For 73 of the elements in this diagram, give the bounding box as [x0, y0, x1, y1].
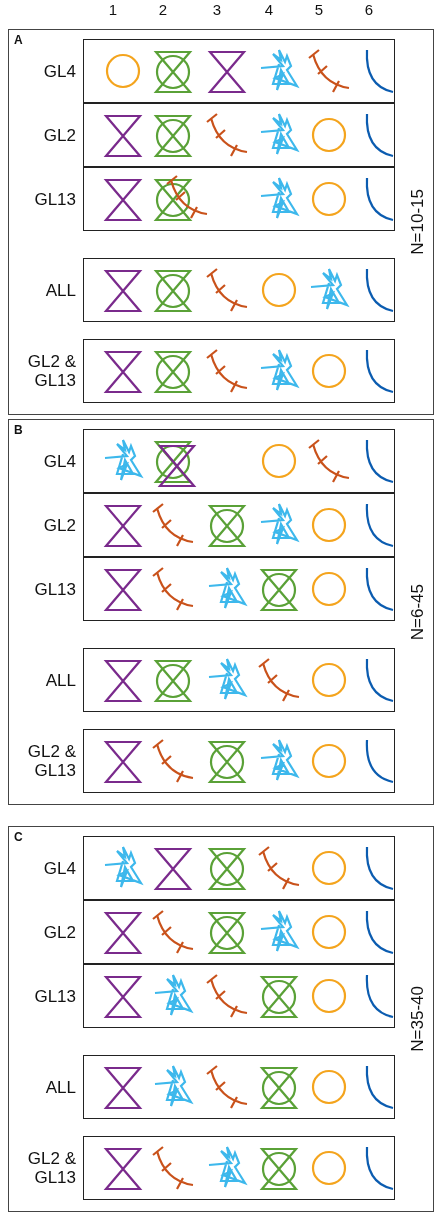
hourglass-icon: [103, 348, 143, 394]
stitch-icon: [309, 48, 349, 94]
hourglass-icon: [103, 566, 143, 612]
row-label: ALL: [45, 1077, 76, 1097]
target-icon: [259, 1064, 299, 1110]
row-label: GL2: [43, 125, 76, 145]
row-label: GL4: [43, 858, 76, 878]
panel-frame: [8, 419, 434, 805]
stitch-icon: [259, 845, 299, 891]
panel-letter: A: [14, 33, 23, 47]
sample-size-label: N=35-40: [408, 986, 428, 1052]
row-label: GL2: [43, 515, 76, 535]
column-number: 4: [263, 0, 275, 20]
row-label: GL2 & GL13: [26, 1149, 76, 1187]
column-number: 2: [157, 0, 169, 20]
panel-frame: [8, 826, 434, 1212]
stitch-icon: [207, 348, 247, 394]
column-number: 6: [363, 0, 375, 20]
stitch-icon: [167, 174, 207, 220]
sample-size-label: N=6-45: [408, 583, 428, 641]
row-label: GL13: [34, 579, 76, 599]
row-label: GL13: [34, 986, 76, 1006]
panel-letter: C: [14, 830, 23, 844]
hourglass-icon: [103, 1064, 143, 1110]
stitch-icon: [153, 1145, 193, 1191]
target-icon: [259, 973, 299, 1019]
target-icon: [153, 657, 193, 703]
target-icon: [207, 845, 247, 891]
row-label: ALL: [45, 280, 76, 300]
stitch-icon: [153, 909, 193, 955]
target-icon: [153, 176, 193, 222]
stitch-icon: [153, 566, 193, 612]
target-icon: [259, 1145, 299, 1191]
row-label: GL2 & GL13: [26, 742, 76, 780]
panel-letter: B: [14, 423, 23, 437]
target-icon: [153, 48, 193, 94]
hourglass-icon: [103, 973, 143, 1019]
target-icon: [207, 502, 247, 548]
target-icon: [207, 909, 247, 955]
stitch-icon: [207, 267, 247, 313]
target-icon: [259, 566, 299, 612]
panel-frame: [8, 29, 434, 415]
row-label: GL2 & GL13: [26, 352, 76, 390]
hourglass-icon: [103, 176, 143, 222]
target-icon: [153, 267, 193, 313]
stitch-icon: [207, 973, 247, 1019]
column-number: 1: [107, 0, 119, 20]
target-icon: [207, 738, 247, 784]
row-label: GL4: [43, 451, 76, 471]
stitch-icon: [259, 657, 299, 703]
hourglass-icon: [103, 657, 143, 703]
hourglass-icon: [207, 48, 247, 94]
row-label: GL4: [43, 61, 76, 81]
row-label: ALL: [45, 670, 76, 690]
column-number: 3: [211, 0, 223, 20]
stitch-icon: [207, 1064, 247, 1110]
stitch-icon: [309, 438, 349, 484]
hourglass-icon: [103, 502, 143, 548]
row-label: GL2: [43, 922, 76, 942]
sample-size-label: N=10-15: [408, 189, 428, 255]
target-icon: [153, 112, 193, 158]
hourglass-icon: [103, 267, 143, 313]
hourglass-icon: [103, 909, 143, 955]
stitch-icon: [153, 738, 193, 784]
hourglass-icon: [103, 1145, 143, 1191]
hourglass-icon: [153, 845, 193, 891]
row-label: GL13: [34, 189, 76, 209]
target-icon: [153, 348, 193, 394]
column-number: 5: [313, 0, 325, 20]
stitch-icon: [153, 502, 193, 548]
hourglass-icon: [103, 112, 143, 158]
hourglass-icon: [103, 738, 143, 784]
stitch-icon: [207, 112, 247, 158]
